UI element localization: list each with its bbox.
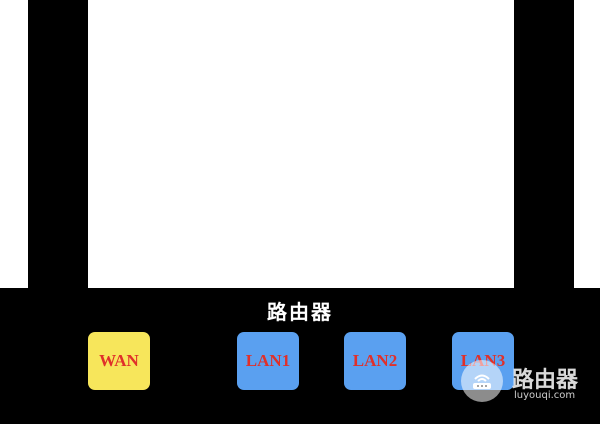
watermark-name: 路由器 bbox=[512, 368, 579, 393]
port-wan-label: WAN bbox=[99, 351, 139, 370]
right-antenna bbox=[514, 0, 574, 290]
port-lan2: LAN2 bbox=[344, 332, 406, 390]
port-lan1-label: LAN1 bbox=[245, 351, 291, 370]
router-icon bbox=[473, 374, 491, 389]
watermark-url: luyouqi.com bbox=[514, 390, 576, 401]
watermark-badge bbox=[461, 360, 503, 402]
port-wan: WAN bbox=[88, 332, 150, 390]
port-lan1: LAN1 bbox=[237, 332, 299, 390]
port-lan2-label: LAN2 bbox=[352, 351, 398, 370]
router-label: 路由器 bbox=[267, 300, 333, 324]
left-antenna bbox=[28, 0, 88, 290]
